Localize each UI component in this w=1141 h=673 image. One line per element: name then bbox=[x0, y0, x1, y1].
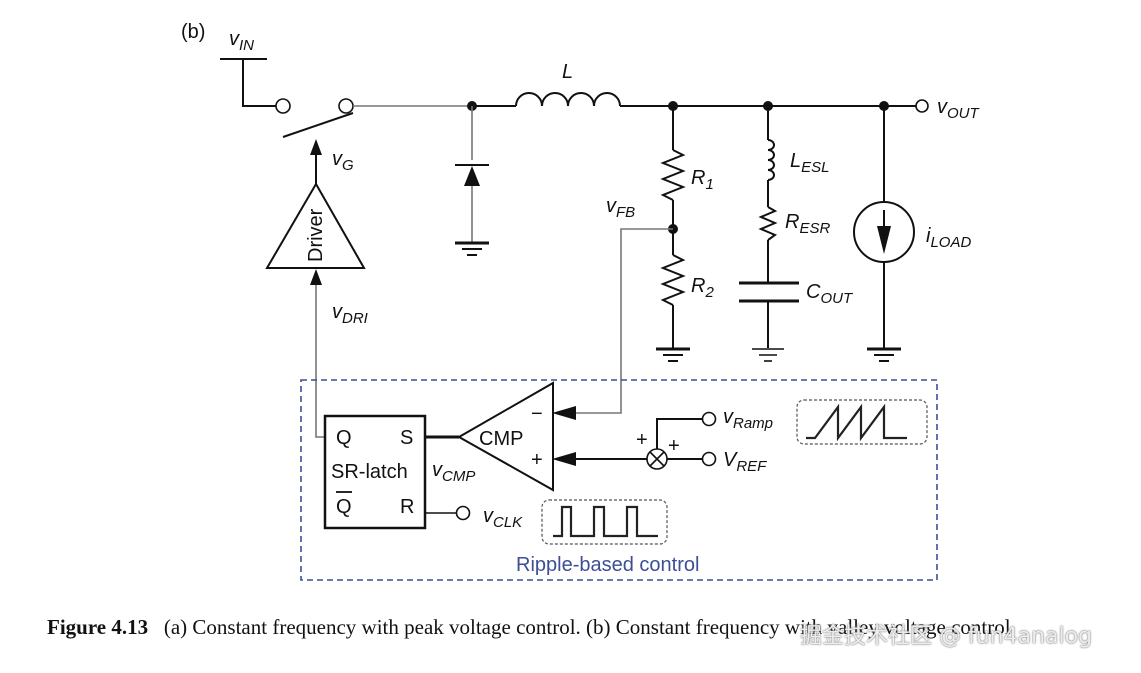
ground-icon bbox=[867, 347, 901, 362]
latch-qbar-label: Q bbox=[336, 496, 352, 518]
load-current-source: iLOAD bbox=[853, 106, 971, 362]
arrow-left-icon bbox=[552, 406, 576, 420]
vdri-label: vDRI bbox=[332, 301, 368, 327]
ramp-waveform-icon bbox=[796, 399, 928, 445]
vfb-label: vFB bbox=[606, 195, 635, 221]
clock-waveform-icon bbox=[541, 499, 668, 545]
arrow-left-icon bbox=[552, 452, 576, 466]
watermark: 掘金技术社区 @ fun4analog bbox=[800, 624, 1093, 649]
vout-label: vOUT bbox=[937, 96, 981, 122]
inductor-l: L bbox=[515, 61, 621, 107]
ground-icon bbox=[656, 347, 690, 362]
vout-terminal bbox=[915, 99, 929, 113]
vramp-terminal bbox=[701, 411, 717, 427]
latch-s-label: S bbox=[400, 427, 413, 449]
clock-input: vCLK bbox=[425, 505, 523, 531]
vg-label: vG bbox=[332, 148, 354, 174]
inductor-label: L bbox=[562, 61, 573, 83]
cmp-plus-label: + bbox=[531, 449, 543, 471]
arrow-up-icon bbox=[310, 269, 322, 285]
svg-text:+: + bbox=[668, 435, 680, 457]
freewheel-diode bbox=[455, 106, 489, 256]
vclk-label: vCLK bbox=[483, 505, 523, 531]
figure-number: Figure 4.13 bbox=[47, 615, 149, 639]
arrow-up-icon bbox=[310, 139, 322, 155]
latch-q-label: Q bbox=[336, 427, 352, 449]
power-switch bbox=[275, 98, 354, 138]
cmp-minus-label: − bbox=[531, 403, 543, 425]
iload-label: iLOAD bbox=[926, 225, 971, 251]
gate-driver: vG Driver vDRI bbox=[265, 139, 368, 327]
feedback-divider: R1 R2 vFB bbox=[565, 106, 714, 414]
driver-label: Driver bbox=[305, 208, 327, 262]
latch-r-label: R bbox=[400, 496, 414, 518]
ground-icon bbox=[752, 348, 784, 362]
ripple-control-label: Ripple-based control bbox=[516, 554, 699, 576]
cmp-label: CMP bbox=[479, 428, 523, 450]
svg-text:+: + bbox=[636, 429, 648, 451]
figure-caption: Figure 4.13 (a) Constant frequency with … bbox=[47, 612, 1127, 643]
ground-icon bbox=[455, 241, 489, 256]
output-capacitor-branch: LESL RESR COUT bbox=[739, 106, 854, 362]
latch-title: SR-latch bbox=[331, 461, 408, 483]
vin-label: vIN bbox=[229, 28, 254, 54]
r1-label: R1 bbox=[691, 167, 714, 193]
circuit-diagram: (b) vIN L vOUT vG bbox=[181, 21, 981, 581]
vin-source: vIN bbox=[220, 28, 276, 107]
resr-label: RESR bbox=[785, 211, 830, 237]
sr-latch: Q S SR-latch Q R bbox=[323, 414, 427, 530]
vcmp-label: vCMP bbox=[432, 459, 475, 485]
panel-label: (b) bbox=[181, 21, 205, 43]
vref-label: VREF bbox=[723, 449, 767, 475]
lesl-label: LESL bbox=[790, 150, 829, 176]
caption-text: (a) Constant frequency with peak voltage… bbox=[163, 615, 1011, 639]
vramp-label: vRamp bbox=[723, 406, 773, 432]
vref-terminal bbox=[701, 451, 717, 467]
comparator: CMP − + vCMP bbox=[425, 381, 576, 492]
ripple-control-boundary bbox=[300, 379, 938, 581]
arrow-down-icon bbox=[877, 226, 891, 254]
summing-junction: + + vRamp VREF bbox=[576, 406, 773, 475]
r2-label: R2 bbox=[691, 275, 714, 301]
cout-label: COUT bbox=[806, 281, 854, 307]
